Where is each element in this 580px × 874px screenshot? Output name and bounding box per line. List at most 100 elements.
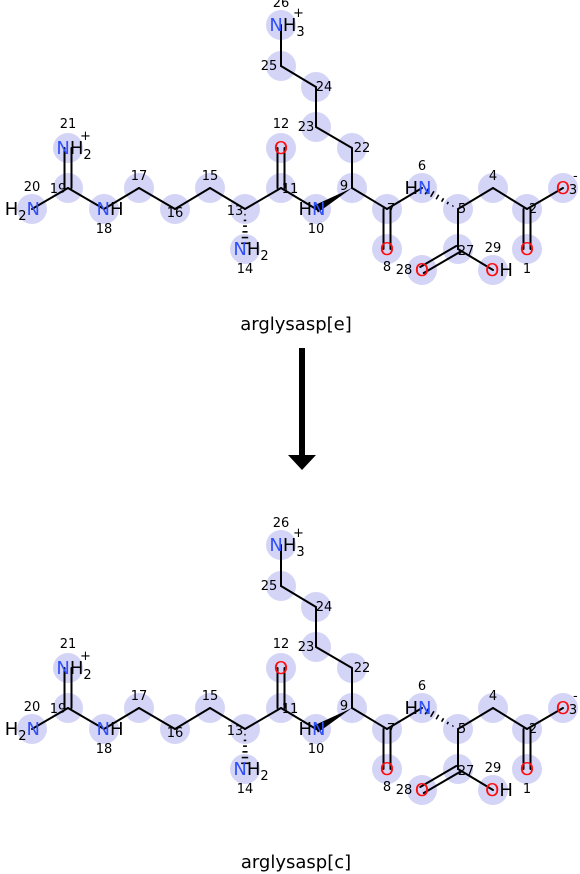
atom-number: 26 [273, 0, 290, 11]
single-bond [103, 187, 140, 210]
atom-number: 5 [458, 722, 466, 737]
double-bond [422, 251, 461, 275]
charge-minus: - [573, 689, 578, 704]
single-bond [67, 187, 105, 210]
single-bond [280, 585, 317, 608]
atom-label-o: O [520, 759, 534, 780]
atom-label-n: NH3 [269, 535, 304, 560]
single-bond [457, 187, 494, 210]
atom-number: 18 [96, 222, 113, 237]
single-bond [492, 707, 528, 730]
single-bond [315, 126, 353, 149]
atom-number: 16 [167, 206, 184, 221]
single-bond [280, 187, 317, 210]
single-bond [457, 768, 494, 791]
single-bond [526, 187, 564, 210]
hashed-bond [446, 721, 450, 725]
atom-label-o: O [415, 780, 429, 801]
single-bond [280, 707, 317, 730]
double-bond [419, 244, 458, 268]
atom-label-o: O [380, 239, 394, 260]
atom-number: 27 [458, 764, 475, 779]
atom-label-o: O [274, 138, 288, 159]
atom-label-n: HN [298, 199, 325, 220]
single-bond [386, 707, 423, 730]
single-bond [31, 707, 69, 730]
single-bond [31, 187, 69, 210]
atom-number: 4 [489, 169, 497, 184]
atom-label-o: O [415, 260, 429, 281]
atom-label-n: HN [298, 719, 325, 740]
single-bond [209, 707, 246, 730]
atom-number: 28 [396, 263, 413, 278]
atom-number: 7 [387, 202, 395, 217]
hashed-bond [440, 197, 445, 203]
single-bond [103, 707, 140, 730]
single-bond [67, 707, 105, 730]
single-bond [386, 187, 423, 210]
atom-number: 1 [523, 262, 531, 277]
charge-plus: + [80, 129, 91, 144]
single-bond [174, 707, 211, 730]
charge-plus: + [80, 649, 91, 664]
atom-number: 21 [60, 117, 77, 132]
atom-label-n: NH2 [233, 239, 268, 264]
atom-label-o: O [380, 759, 394, 780]
atom-highlight [372, 234, 402, 264]
single-bond [209, 187, 246, 210]
atom-label-n: H2N [5, 199, 40, 224]
single-bond [138, 187, 176, 210]
atom-highlight [53, 133, 83, 163]
charge-minus: - [573, 169, 578, 184]
product-label: arglysasp[c] [241, 852, 351, 873]
atom-label-n: NH3 [269, 15, 304, 40]
atom-number: 2 [529, 722, 537, 737]
atom-number: 14 [237, 262, 254, 277]
atom-number: 3 [569, 703, 577, 718]
atom-label-o: O [556, 698, 570, 719]
atom-number: 9 [340, 179, 348, 194]
atom-label-o: O [556, 178, 570, 199]
atom-label-n: NH [96, 199, 123, 220]
atom-number: 8 [383, 260, 391, 275]
atom-number: 26 [273, 516, 290, 531]
atom-number: 12 [273, 637, 290, 652]
atom-number: 18 [96, 742, 113, 757]
hashed-bond [424, 187, 430, 195]
atom-number: 6 [418, 679, 426, 694]
single-bond [244, 707, 282, 730]
double-bond [422, 771, 461, 795]
single-bond [174, 187, 211, 210]
atom-number: 24 [316, 80, 333, 95]
charge-plus: + [293, 526, 304, 541]
atom-number: 4 [489, 689, 497, 704]
atom-highlight [372, 754, 402, 784]
single-bond [315, 646, 353, 669]
atom-highlight [512, 234, 542, 264]
atom-number: 13 [227, 724, 244, 739]
atom-number: 15 [202, 169, 219, 184]
hashed-bond [424, 707, 430, 715]
atom-number: 17 [131, 689, 148, 704]
atom-number: 8 [383, 780, 391, 795]
atom-number: 17 [131, 169, 148, 184]
atom-number: 6 [418, 159, 426, 174]
atom-number: 25 [261, 59, 278, 74]
atom-highlight [266, 133, 296, 163]
atom-label-o: OH [485, 780, 513, 801]
atom-highlight [230, 754, 260, 784]
single-bond [492, 187, 528, 210]
hashed-bond [446, 201, 450, 205]
atom-number: 13 [227, 204, 244, 219]
atom-label-n: NH [96, 719, 123, 740]
atom-number: 15 [202, 689, 219, 704]
wedge-bond [313, 708, 352, 733]
atom-number: 24 [316, 600, 333, 615]
atom-number: 23 [298, 640, 315, 655]
atom-number: 22 [354, 661, 371, 676]
reactant-label: arglysasp[e] [240, 314, 352, 335]
hashed-bond [435, 194, 440, 200]
